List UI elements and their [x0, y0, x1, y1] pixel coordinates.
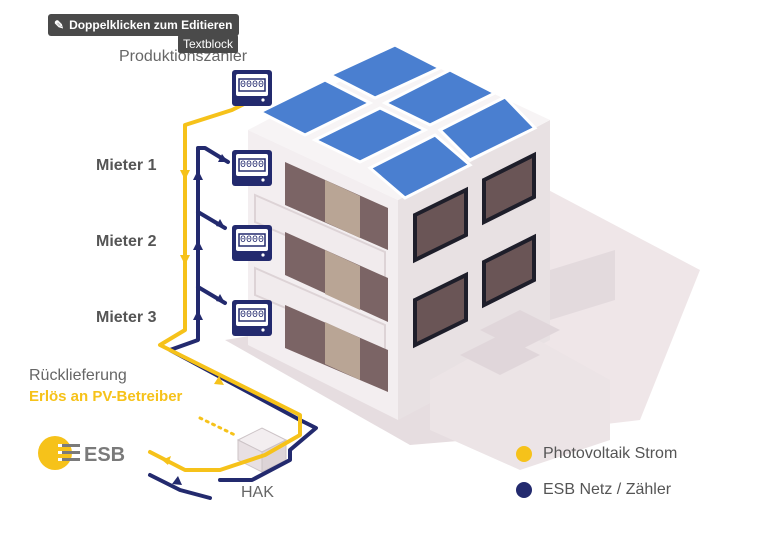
- hak-box: [236, 427, 288, 473]
- stairs-step-2: [480, 310, 560, 350]
- solar-panel: [256, 78, 374, 137]
- meter-display: 0000: [240, 235, 265, 246]
- meter-display: 0000: [240, 160, 265, 171]
- window: [482, 151, 536, 226]
- solar-panel: [381, 68, 499, 127]
- solar-panel: [311, 106, 429, 164]
- floor-door-2: [325, 250, 360, 310]
- legend-pv-dot: [516, 446, 532, 462]
- solar-panel: [367, 133, 473, 200]
- window: [413, 186, 468, 264]
- element-type-badge: Textblock: [178, 35, 239, 53]
- legend-grid-label: ESB Netz / Zähler: [543, 481, 672, 498]
- legend-grid-dot: [516, 482, 532, 498]
- pv-lines: [148, 93, 302, 472]
- esb-logo-icon: [38, 436, 80, 470]
- solar-panel: [326, 43, 444, 100]
- production-meter-icon: [232, 70, 272, 106]
- tenant-3-label: Mieter 3: [96, 309, 157, 326]
- tenant-2-label: Mieter 2: [96, 233, 157, 250]
- tenant-1-label: Mieter 1: [96, 157, 157, 174]
- meter-display: 0000: [240, 310, 265, 321]
- tenant-2-meter-icon: [232, 225, 272, 261]
- tenant-3-meter-icon: [232, 300, 272, 336]
- revenue-dotted-line: [198, 416, 237, 437]
- hak-label: HAK: [241, 484, 274, 501]
- edit-hint-tooltip[interactable]: ✎ Doppelklicken zum Editieren: [48, 14, 240, 36]
- floor-door-3: [325, 322, 360, 380]
- edit-hint-text: Doppelklicken zum Editieren: [69, 18, 233, 32]
- grid-arrows: [172, 154, 228, 485]
- solar-panel: [437, 95, 538, 162]
- stairs-block: [430, 330, 610, 470]
- window: [413, 271, 468, 349]
- feed-in-label: Rücklieferung: [29, 367, 127, 384]
- solar-panels: [256, 43, 538, 200]
- pv-arrows: [162, 170, 224, 465]
- tenant-1-meter-icon: [232, 150, 272, 186]
- stairs-side: [550, 250, 615, 320]
- meter-display: 0000: [240, 80, 265, 91]
- legend-pv-label: Photovoltaik Strom: [543, 445, 678, 462]
- revenue-label: Erlös an PV-Betreiber: [29, 388, 183, 405]
- pencil-icon: ✎: [54, 18, 65, 32]
- esb-label: ESB: [84, 444, 126, 466]
- window: [482, 233, 536, 309]
- floor-door-1: [325, 180, 360, 238]
